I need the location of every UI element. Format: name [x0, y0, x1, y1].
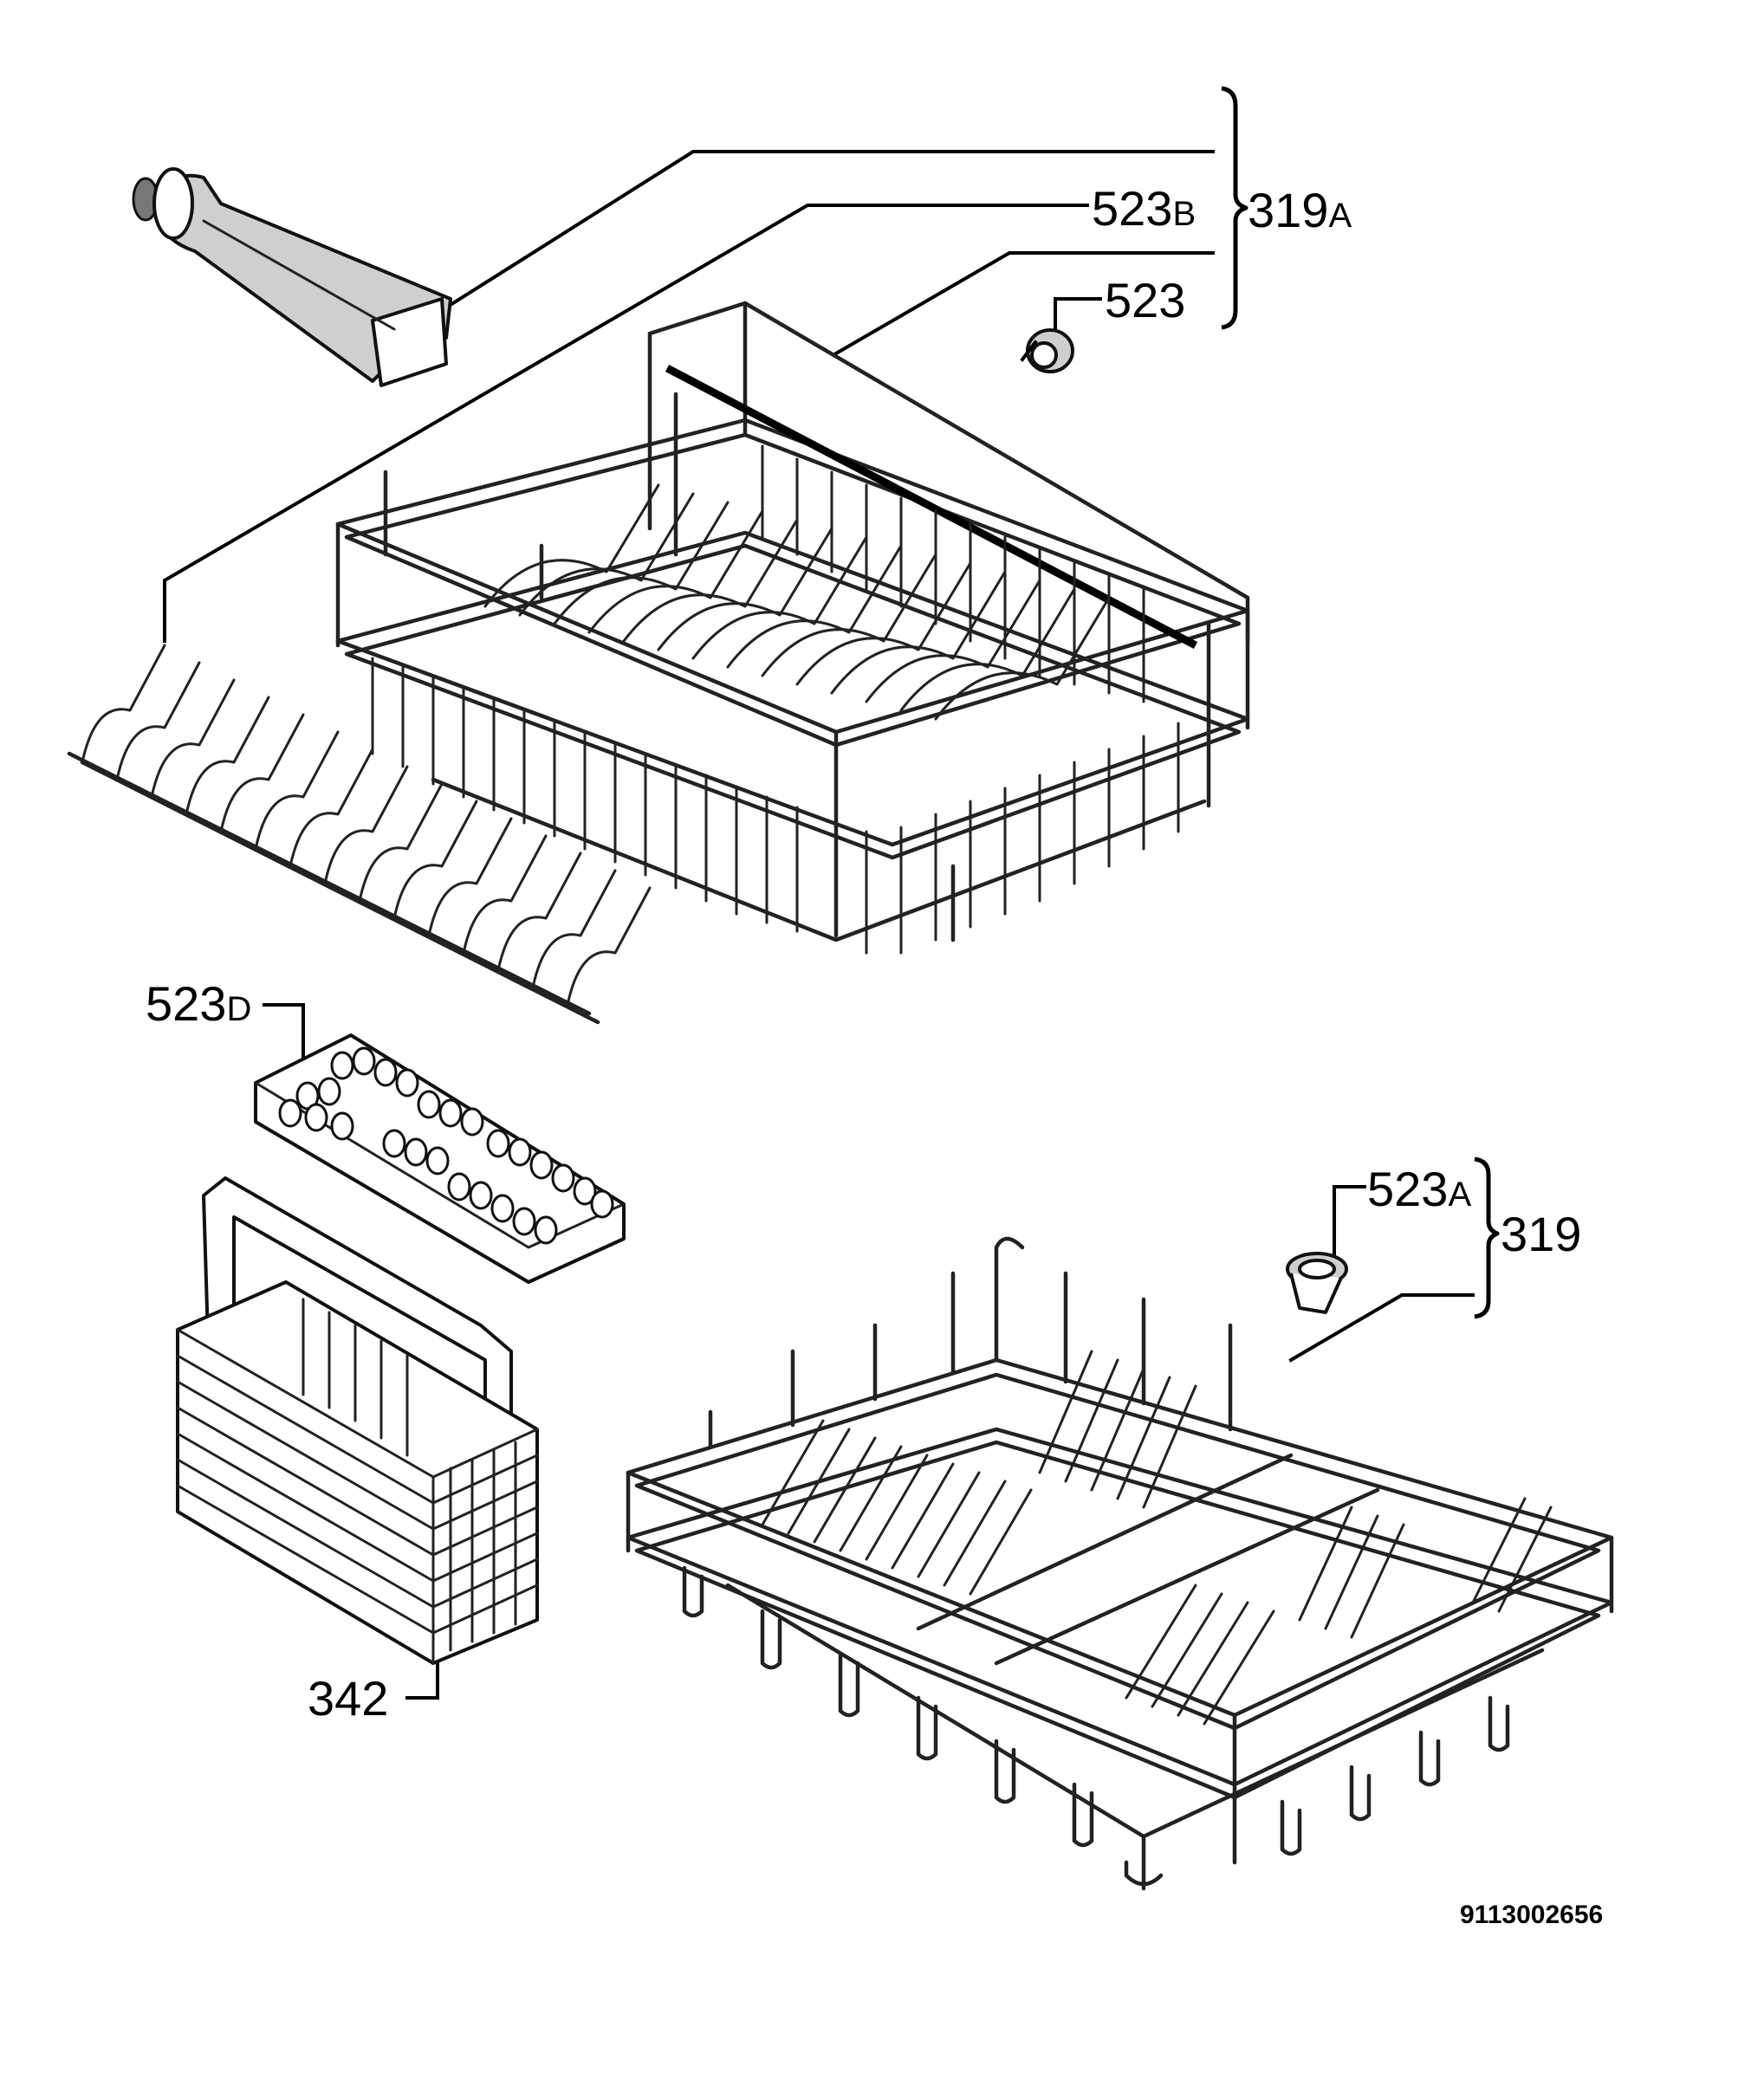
leader-lower-basket — [1288, 1293, 1475, 1363]
label-523d: 523D — [146, 976, 251, 1031]
nozzle-523 — [1020, 328, 1074, 373]
nozzle-523a — [1286, 1252, 1348, 1314]
spray-arm — [132, 167, 452, 387]
bracket-319 — [1474, 1156, 1500, 1319]
upper-basket — [335, 301, 1250, 955]
leader-523a — [1333, 1185, 1366, 1258]
label-319a: 319A — [1248, 183, 1352, 237]
bracket-319a — [1221, 86, 1248, 330]
cutlery-basket — [176, 1176, 539, 1665]
leader-upper-basket — [833, 251, 1215, 356]
leader-523d — [263, 1003, 305, 1076]
cutlery-tray — [254, 1033, 626, 1284]
leader-lines — [163, 86, 1500, 1700]
leader-spray-arm — [444, 150, 1215, 310]
leader-342 — [405, 1648, 439, 1700]
label-319: 319 — [1501, 1207, 1581, 1261]
label-523b: 523B — [1092, 181, 1196, 236]
drawing-number: 9113002656 — [1460, 1901, 1603, 1929]
part-labels: 319A 523B 523 523D 523A 319 342 91130026… — [146, 181, 1603, 1929]
leader-523b — [163, 204, 1089, 643]
label-523a: 523A — [1367, 1162, 1471, 1216]
label-342: 342 — [308, 1671, 388, 1726]
label-523: 523 — [1105, 273, 1185, 327]
folding-tine-rack — [67, 644, 652, 1025]
lower-basket — [626, 1236, 1614, 1891]
leader-523 — [1054, 297, 1102, 331]
